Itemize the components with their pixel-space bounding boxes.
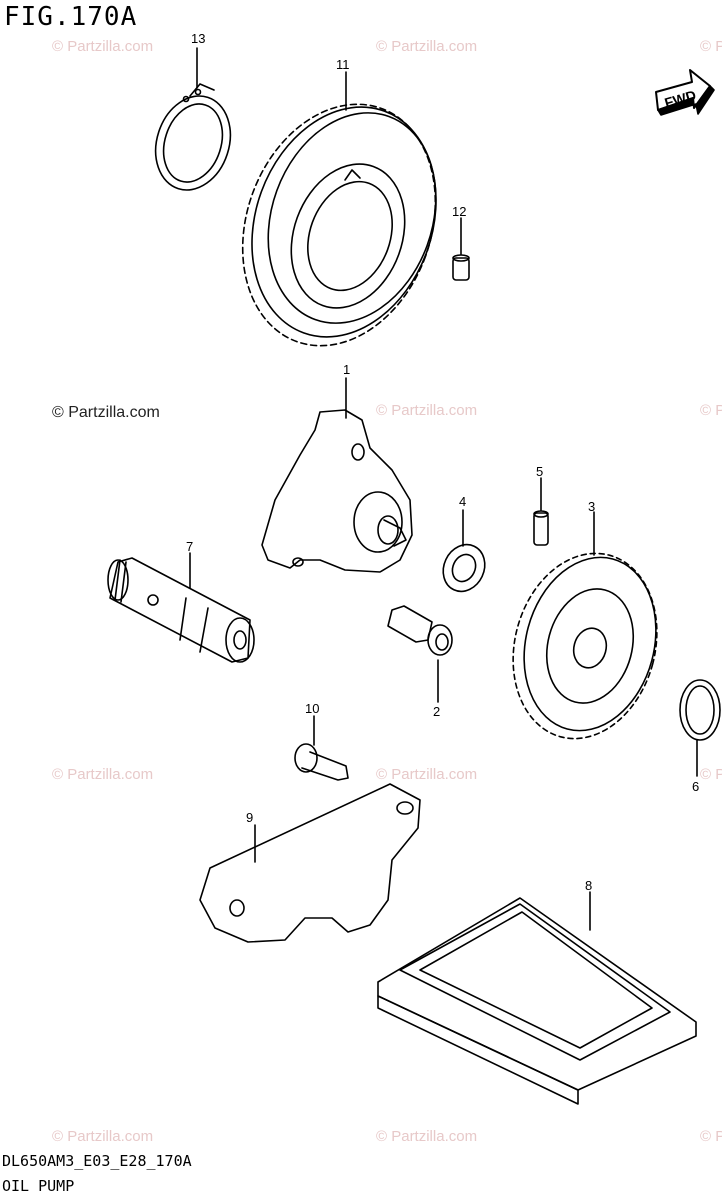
figure-code: DL650AM3_E03_E28_170A xyxy=(2,1152,192,1170)
watermark: © Partzilla.com xyxy=(376,38,478,55)
fwd-arrow-icon: FWD xyxy=(655,69,715,116)
callout-7: 7 xyxy=(186,539,193,554)
part-4-washer xyxy=(442,509,486,593)
part-12-pin xyxy=(452,217,470,281)
part-6-circlip xyxy=(679,679,721,777)
watermark: © Partzilla.com xyxy=(376,766,478,783)
callout-9: 9 xyxy=(246,810,253,825)
callout-5: 5 xyxy=(536,464,543,479)
part-3-driven-gear xyxy=(512,511,658,740)
watermark: © Partzilla.com xyxy=(52,766,154,783)
callout-12: 12 xyxy=(452,204,466,219)
callout-6: 6 xyxy=(692,779,699,794)
watermark-edge: © P xyxy=(700,1128,722,1145)
watermark-edge: © P xyxy=(700,38,722,55)
watermark: © Partzilla.com xyxy=(52,38,154,55)
figure-name: OIL PUMP xyxy=(2,1177,75,1195)
part-1-pump-body xyxy=(261,377,413,573)
watermark: © Partzilla.com xyxy=(376,402,478,419)
part-8-strainer xyxy=(377,891,697,1105)
part-10-bolt xyxy=(294,715,349,781)
watermark-edge: © P xyxy=(700,766,722,783)
callout-3: 3 xyxy=(588,499,595,514)
callout-11: 11 xyxy=(336,57,350,72)
callout-4: 4 xyxy=(459,494,466,509)
callout-2: 2 xyxy=(433,704,440,719)
part-11-drive-gear xyxy=(241,71,437,347)
part-13-circlip xyxy=(154,47,232,191)
part-2-bolt xyxy=(387,605,453,703)
watermark-main: © Partzilla.com xyxy=(52,404,160,421)
part-9-gasket xyxy=(199,783,421,943)
watermark: © Partzilla.com xyxy=(52,1128,154,1145)
part-5-dowel-pin xyxy=(533,477,549,546)
figure-title: FIG.170A xyxy=(4,2,138,32)
part-7-shaft xyxy=(107,552,255,663)
watermark-edge: © P xyxy=(700,402,722,419)
callout-10: 10 xyxy=(305,701,319,716)
watermark: © Partzilla.com xyxy=(376,1128,478,1145)
callout-13: 13 xyxy=(191,31,205,46)
callout-8: 8 xyxy=(585,878,592,893)
callout-1: 1 xyxy=(343,362,350,377)
